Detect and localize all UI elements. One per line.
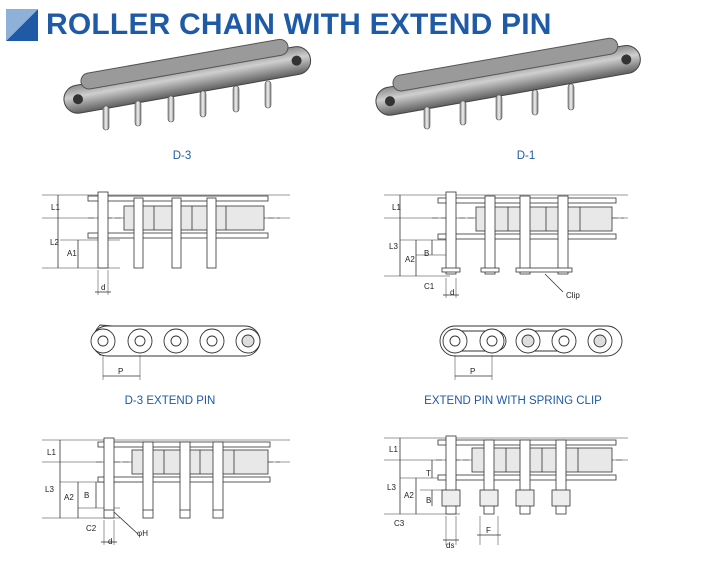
caption-extend-pin-spring-clip: EXTEND PIN WITH SPRING CLIP [424, 395, 602, 407]
page-header: ROLLER CHAIN WITH EXTEND PIN [6, 8, 552, 42]
diagram-d1-side [384, 191, 628, 298]
svg-text:L1: L1 [392, 203, 401, 212]
svg-text:d: d [108, 537, 112, 546]
caption-d3-extend-pin: D-3 EXTEND PIN [124, 395, 216, 407]
svg-text:φH: φH [137, 529, 148, 538]
chain-photo-d1 [375, 37, 641, 130]
caption-d1: D-1 [516, 150, 536, 162]
diagram-d3-side-labels: L1 L2 A1 d [50, 203, 105, 292]
diagram-d1-plan [439, 325, 623, 380]
svg-text:L2: L2 [50, 238, 59, 247]
svg-text:C2: C2 [86, 524, 97, 533]
svg-text:d: d [450, 288, 454, 297]
svg-text:A2: A2 [64, 493, 74, 502]
svg-text:L3: L3 [45, 485, 54, 494]
svg-text:P: P [470, 367, 475, 376]
svg-text:ds: ds [446, 541, 454, 550]
svg-text:B: B [426, 496, 431, 505]
diagram-d3-plan-labels: P [118, 367, 123, 376]
diagram-d3-side [42, 191, 290, 295]
svg-text:F: F [486, 526, 491, 535]
svg-text:L1: L1 [47, 448, 56, 457]
diagram-d3-plan [90, 324, 261, 380]
svg-text:Clip: Clip [566, 291, 580, 300]
svg-text:T: T [426, 469, 431, 478]
chain-photo-d3 [63, 38, 312, 131]
svg-text:P: P [118, 367, 123, 376]
caption-d3: D-3 [172, 150, 192, 162]
svg-text:L3: L3 [389, 242, 398, 251]
svg-text:A2: A2 [404, 491, 414, 500]
diagram-spring-clip-labels: L1 L3 T A2 B C3 ds F [387, 445, 491, 550]
svg-text:A1: A1 [67, 249, 77, 258]
diagram-d3-extend-side [42, 437, 290, 545]
diagram-d1-plan-labels: P [470, 367, 475, 376]
diagram-d1-side-labels: L1 L3 A2 B C1 d Clip [389, 203, 580, 300]
page-title: ROLLER CHAIN WITH EXTEND PIN [46, 8, 552, 41]
svg-text:L1: L1 [389, 445, 398, 454]
diagram-d3-extend-labels: L1 L3 A2 B C2 d φH [45, 448, 148, 546]
svg-text:A2: A2 [405, 255, 415, 264]
svg-text:C3: C3 [394, 519, 405, 528]
svg-text:L1: L1 [51, 203, 60, 212]
header-triangle-icon [6, 9, 38, 41]
diagram-spring-clip-side [384, 435, 628, 545]
svg-text:B: B [424, 249, 429, 258]
svg-text:L3: L3 [387, 483, 396, 492]
svg-text:d: d [101, 283, 105, 292]
svg-text:C1: C1 [424, 282, 435, 291]
svg-text:B: B [84, 491, 89, 500]
